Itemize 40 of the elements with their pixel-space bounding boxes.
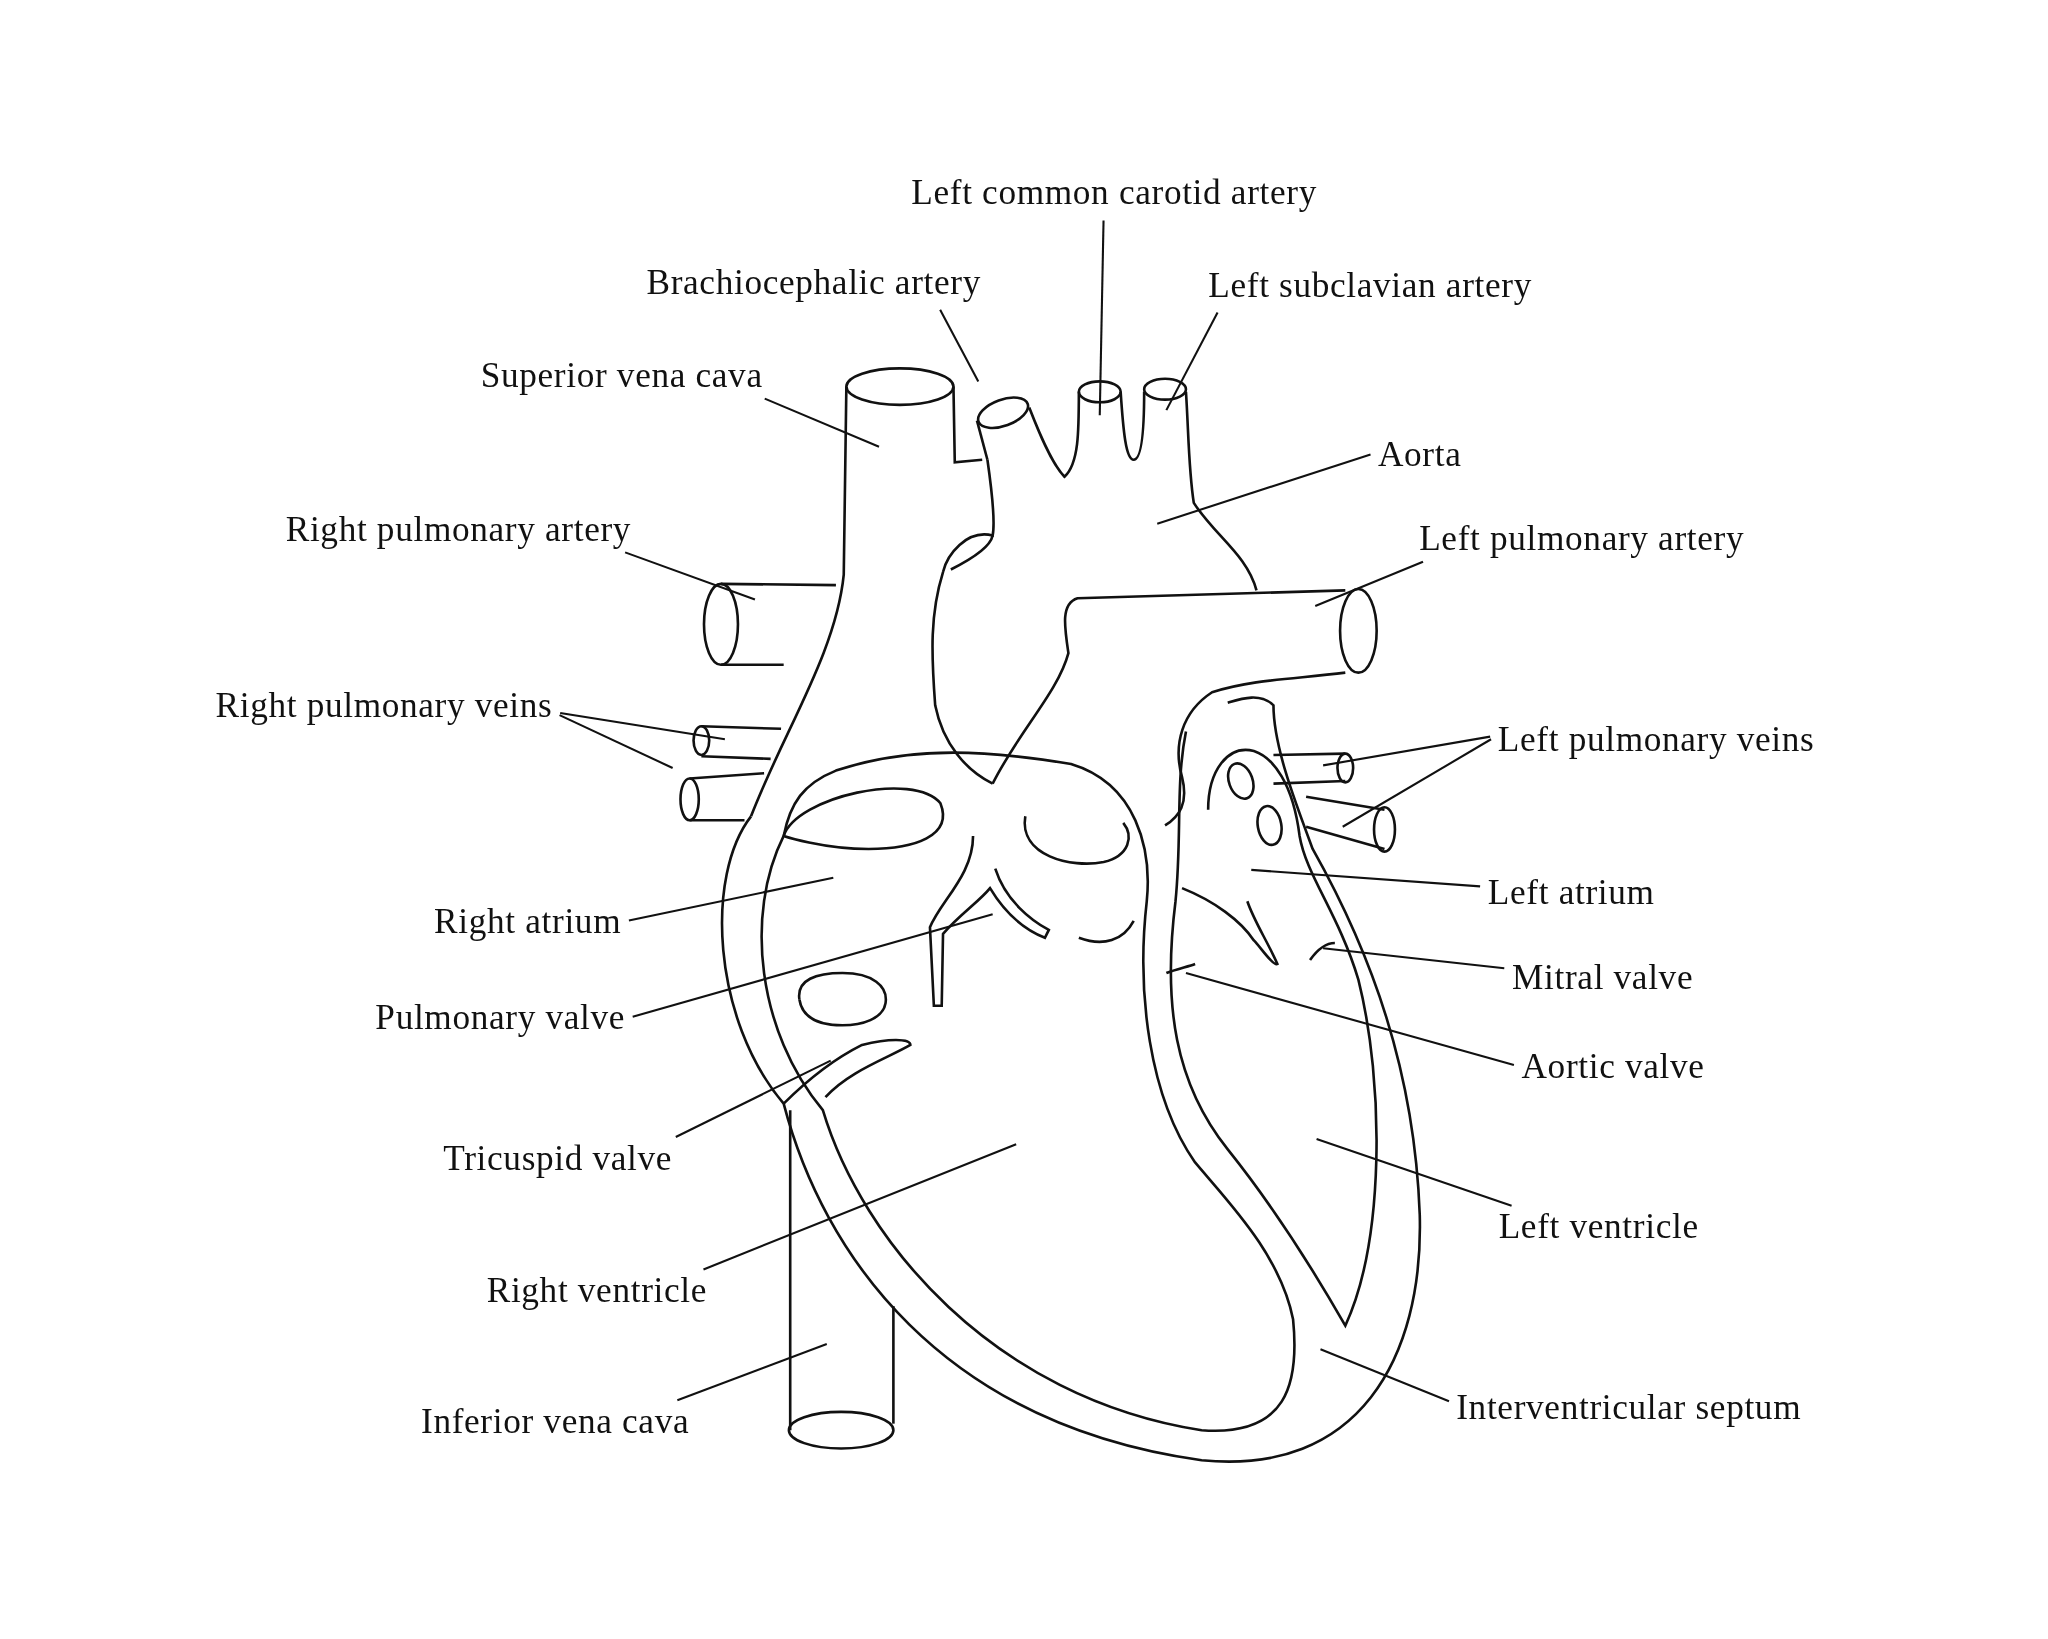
- leader-line: [764, 397, 880, 448]
- leader-line: [1098, 220, 1105, 416]
- part-label: Inferior vena cava: [421, 1403, 690, 1442]
- part-label: Left ventricle: [1498, 1208, 1699, 1248]
- part-label: Superior vena cava: [480, 356, 763, 396]
- part-label: Tricuspid valve: [443, 1140, 673, 1180]
- part-label: Left pulmonary artery: [1419, 520, 1745, 559]
- leader-line: [677, 1343, 828, 1402]
- leader-line: [1323, 947, 1505, 970]
- part-label: Brachiocephalic artery: [646, 264, 981, 303]
- part-label: Right atrium: [434, 902, 622, 942]
- part-label: Right pulmonary artery: [285, 510, 632, 550]
- leader-line: [1185, 972, 1515, 1066]
- leader-line: [703, 1143, 1017, 1271]
- part-label: Right ventricle: [486, 1272, 708, 1312]
- leader-line: [628, 876, 834, 922]
- part-label: Aortic valve: [1521, 1047, 1705, 1087]
- leader-line: [1251, 868, 1481, 888]
- part-label: Aorta: [1377, 436, 1462, 476]
- part-label: Left pulmonary veins: [1497, 721, 1815, 760]
- leader-line: [1322, 735, 1491, 767]
- part-label: Pulmonary valve: [375, 999, 626, 1039]
- leader-line: [939, 309, 980, 382]
- leader-line: [632, 913, 993, 1018]
- leader-line: [1320, 1348, 1450, 1403]
- leader-line: [624, 551, 756, 601]
- leader-line: [559, 714, 674, 769]
- part-label: Left atrium: [1487, 874, 1655, 913]
- part-label: Mitral valve: [1512, 958, 1694, 998]
- leader-line: [1316, 1137, 1512, 1207]
- part-label: Left common carotid artery: [911, 173, 1317, 213]
- leader-line: [1342, 738, 1492, 828]
- leader-line: [560, 711, 726, 741]
- part-label: Left subclavian artery: [1208, 266, 1532, 306]
- leader-line: [1156, 453, 1371, 525]
- leader-line: [675, 1059, 832, 1138]
- leader-line: [1314, 560, 1424, 607]
- leader-line: [1165, 311, 1219, 411]
- part-label: Right pulmonary veins: [215, 687, 553, 726]
- part-label: Interventricular septum: [1456, 1388, 1802, 1428]
